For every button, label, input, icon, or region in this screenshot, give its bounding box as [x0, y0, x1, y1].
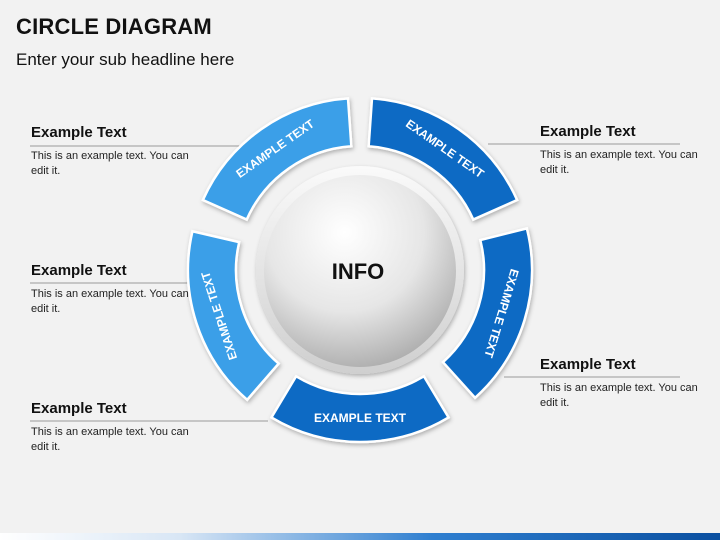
center-label: INFO — [332, 259, 385, 284]
callout-body: This is an example text. You can edit it… — [540, 382, 698, 409]
callout-body: This is an example text. You can edit it… — [31, 150, 189, 177]
segment-top-left: EXAMPLE TEXT — [201, 97, 353, 222]
callout-bottom-left: Example Text This is an example text. Yo… — [31, 400, 201, 455]
segment-left-shape — [186, 229, 281, 402]
callout-top-right: Example Text This is an example text. Yo… — [540, 123, 710, 178]
callout-body: This is an example text. You can edit it… — [31, 426, 189, 453]
segment-right: EXAMPLE TEXT — [441, 226, 534, 400]
page-subtitle: Enter your sub headline here — [16, 50, 235, 69]
callout-bottom-right: Example Text This is an example text. Yo… — [540, 356, 710, 411]
segment-right-shape — [441, 226, 534, 400]
segment-bottom-shape — [269, 374, 451, 444]
callout-heading: Example Text — [540, 356, 636, 373]
callout-middle-left: Example Text This is an example text. Yo… — [31, 262, 201, 317]
footer-accent-bar — [0, 533, 720, 540]
callout-heading: Example Text — [31, 400, 127, 417]
callout-heading: Example Text — [31, 262, 127, 279]
callout-top-left: Example Text This is an example text. Yo… — [31, 124, 201, 179]
segment-top-left-shape — [201, 97, 353, 222]
callout-heading: Example Text — [31, 124, 127, 141]
page-title: CIRCLE DIAGRAM — [16, 14, 212, 39]
segment-bottom-label: EXAMPLE TEXT — [314, 411, 407, 425]
center-sphere — [264, 175, 456, 367]
callout-heading: Example Text — [540, 123, 636, 140]
segment-bottom: EXAMPLE TEXT — [269, 374, 451, 444]
callout-body: This is an example text. You can edit it… — [31, 288, 189, 315]
segment-left: EXAMPLE TEXT — [186, 229, 281, 402]
callout-body: This is an example text. You can edit it… — [540, 149, 698, 176]
segment-top-right-shape — [367, 97, 519, 222]
